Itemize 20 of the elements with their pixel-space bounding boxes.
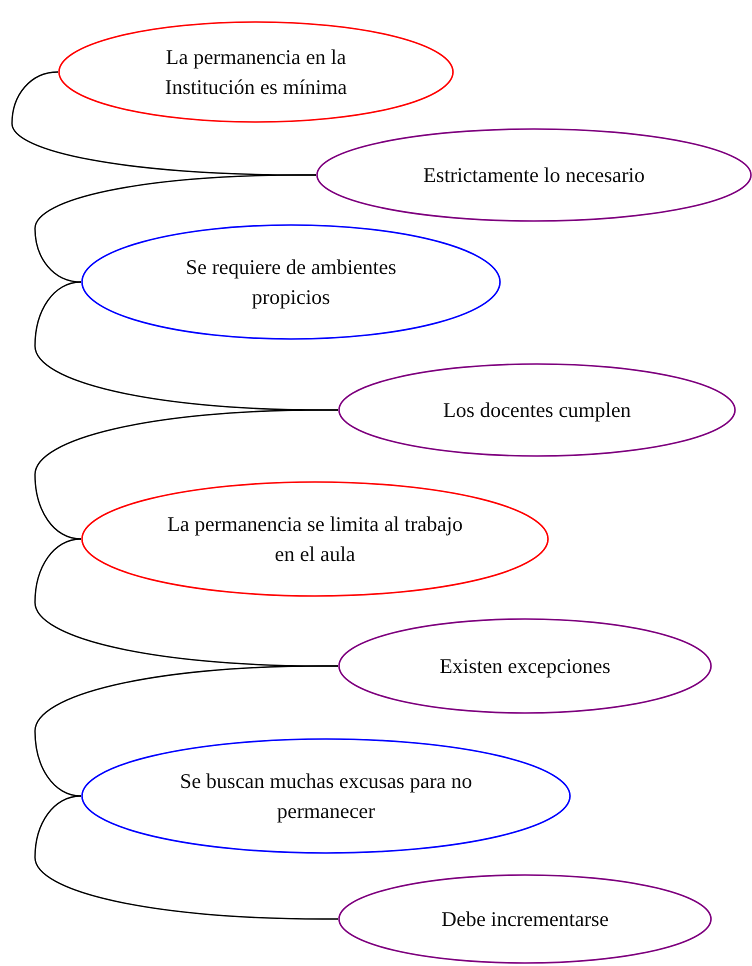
ellipse-node [81,224,501,340]
ellipse-node [338,618,712,714]
connector-line [34,795,338,920]
connector-line [34,665,338,797]
node-text: Existen excepciones [440,653,610,680]
connector-line [34,174,316,283]
ellipse-node [316,128,752,222]
node-text: Se buscan muchas excusas para no permanecer [178,768,474,825]
node-text: Se requiere de ambientes propicios [184,254,398,311]
node-text: La permanencia se limita al trabajo en el aula [166,511,464,568]
ellipse-node [58,21,454,123]
ellipse-node [81,481,549,597]
node-text: La permanencia en la Institución es mínima [164,44,348,101]
ellipse-node [338,874,712,964]
ellipse-node [338,363,736,457]
ellipse-node [81,738,571,854]
node-text: Los docentes cumplen [443,397,631,424]
node-text: Estrictamente lo necesario [423,162,645,189]
node-text: Debe incrementarse [441,906,609,933]
connector-line [34,409,338,540]
